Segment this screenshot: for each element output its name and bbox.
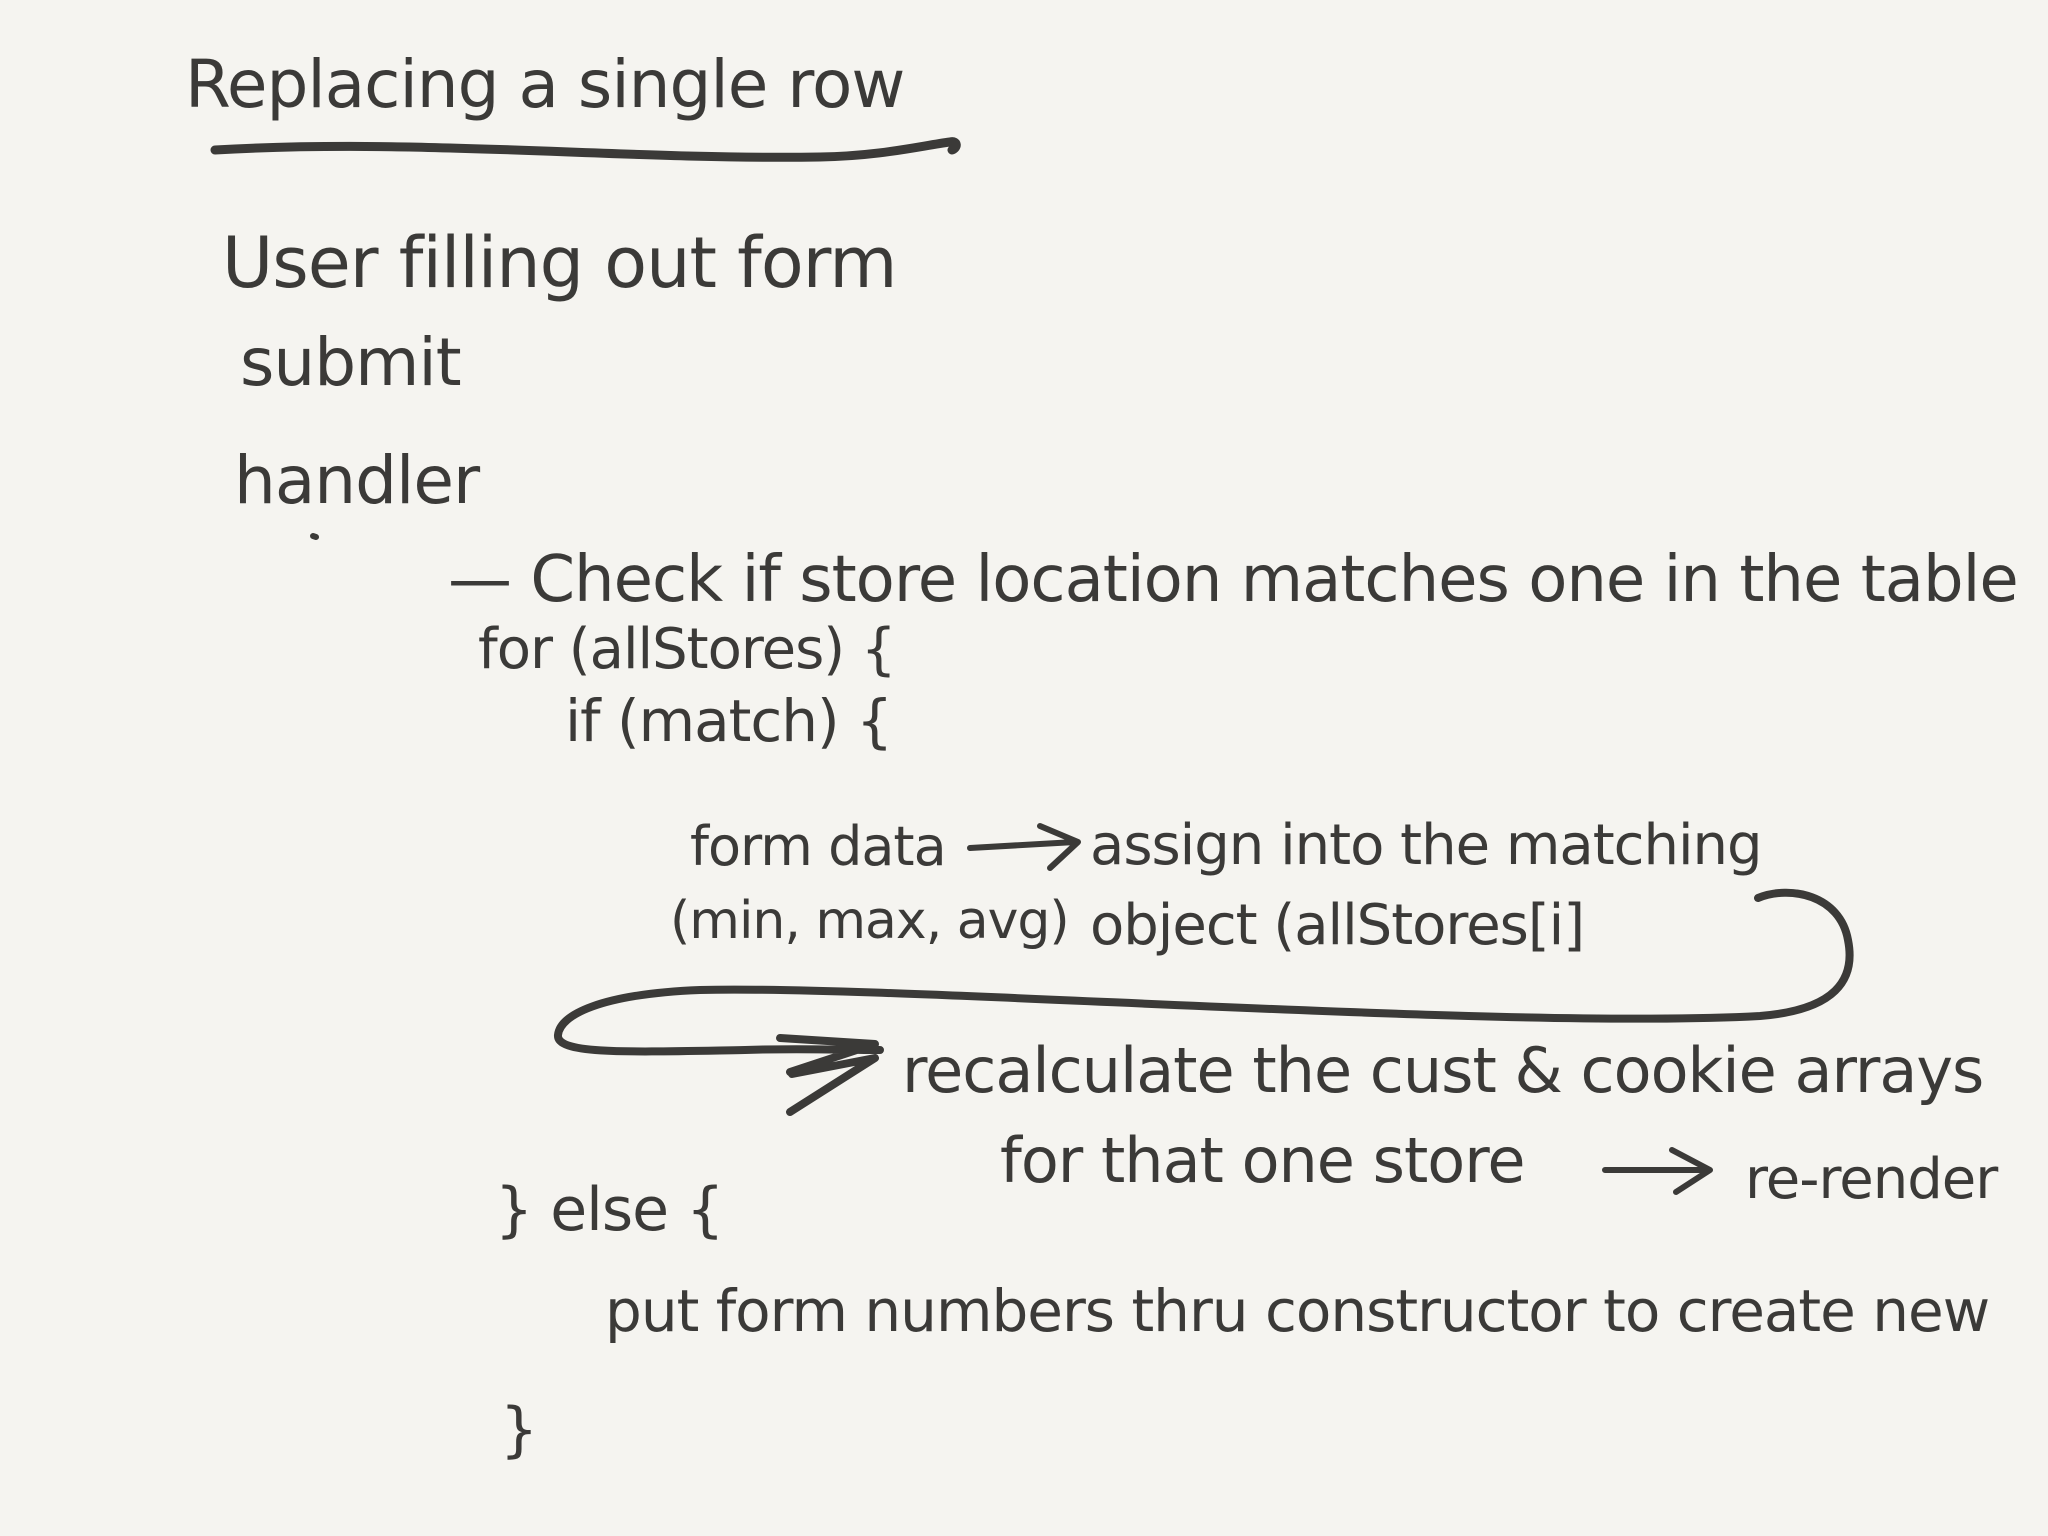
code-line: if (match) { (565, 687, 893, 755)
arrow-re-render (1602, 1147, 1713, 1195)
note-line: handler (234, 442, 480, 519)
note-line: (min, max, avg) (670, 891, 1070, 951)
handler-dot (310, 533, 319, 540)
page-title: Replacing a single row (185, 46, 905, 123)
title-underline (210, 137, 961, 162)
note-line: User filling out form (222, 222, 897, 304)
code-line: for (allStores) { (478, 617, 897, 682)
code-line: } (500, 1395, 538, 1465)
note-line: object (allStores[i] (1090, 893, 1585, 958)
note-line: — Check if store location matches one in… (448, 543, 2019, 617)
note-line: for that one store (1000, 1124, 1525, 1197)
note-line: re-render (1745, 1147, 1998, 1212)
note-line: recalculate the cust & cookie arrays (902, 1034, 1984, 1107)
arrow-form-data (967, 823, 1081, 871)
note-line: submit (240, 324, 462, 401)
note-line: form data (690, 815, 947, 878)
note-line: assign into the matching (1090, 813, 1763, 878)
note-line: put form numbers thru constructor to cre… (605, 1277, 1990, 1345)
code-line: } else { (495, 1175, 724, 1245)
